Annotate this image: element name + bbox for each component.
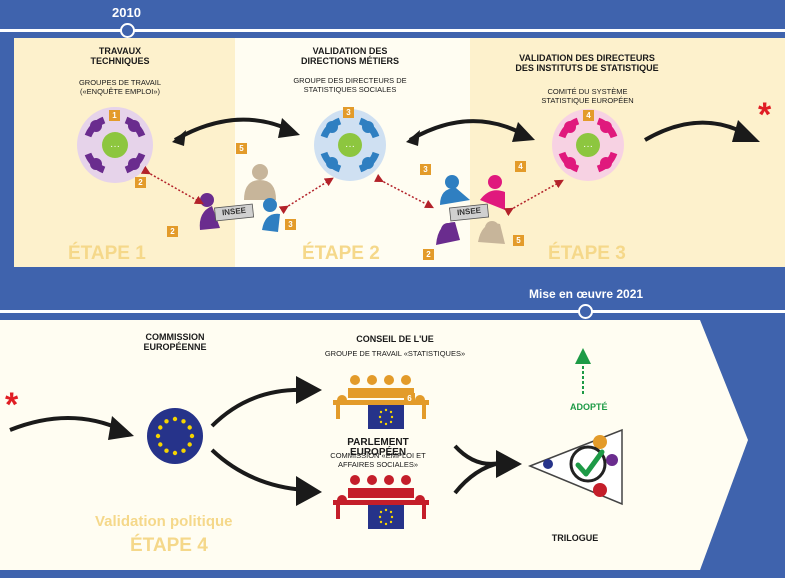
badge-3-a: 3: [285, 219, 296, 230]
svg-text:···: ···: [345, 141, 355, 152]
eu-flag-icon: [147, 408, 203, 464]
arrow-star-commission: [9, 416, 123, 432]
step2-label: ÉTAPE 2: [302, 243, 380, 264]
badge-3-b: 3: [420, 164, 431, 175]
link-2b: [503, 179, 564, 217]
arrow-step1-step2: [173, 117, 291, 142]
parliament-title: PARLEMENT EUROPÉEN: [347, 437, 409, 458]
timeline-bottom: [0, 310, 785, 313]
badge-4-step3: 4: [583, 110, 594, 121]
bottom-panel: [0, 320, 748, 570]
commission-title: COMMISSION EUROPÉENNE: [143, 332, 207, 352]
badge-3-step2: 3: [343, 107, 354, 118]
implementation-2021: Mise en œuvre 2021: [529, 287, 644, 301]
arrow-to-council: [210, 387, 306, 428]
svg-text:···: ···: [583, 141, 593, 152]
step3-subtitle: COMITÉ DU SYSTÈME STATISTIQUE EUROPÉEN: [541, 87, 634, 105]
check-icon: [575, 449, 605, 477]
top-star: *: [758, 96, 772, 134]
svg-text:···: ···: [110, 141, 120, 152]
adopted-arrow-icon: [575, 348, 591, 394]
badge-2-step1: 2: [135, 177, 146, 188]
bottom-star: *: [5, 386, 19, 424]
arrow-to-trilogue: [453, 444, 501, 466]
group-icon-step1: ···: [77, 107, 153, 183]
timeline-dot-2021: [578, 304, 593, 319]
badge-2-b: 2: [423, 249, 434, 260]
badge-5-a: 5: [236, 143, 247, 154]
timeline-dot-2010: [120, 23, 135, 38]
step1-subtitle: GROUPES DE TRAVAIL («ENQUÊTE EMPLOI»): [78, 78, 162, 96]
badge-5-b: 5: [513, 235, 524, 246]
bottom-graphics: [9, 348, 623, 529]
validation-label: Validation politique: [95, 513, 233, 530]
group-icon-step3: ···: [552, 109, 624, 181]
timeline-top: [0, 29, 785, 32]
council-subtitle: GROUPE DE TRAVAIL «STATISTIQUES»: [324, 349, 466, 358]
step1-title: TRAVAUX TECHNIQUES: [90, 46, 150, 66]
link-2a: [373, 173, 434, 209]
step2-subtitle: GROUPE DES DIRECTEURS DE STATISTIQUES SO…: [293, 76, 407, 94]
arrow-step3-out: [643, 120, 749, 142]
trilogue-icon: [527, 428, 623, 506]
year-2010: 2010: [112, 5, 141, 20]
badge-6: 6: [404, 393, 415, 404]
badge-2-a: 2: [167, 226, 178, 237]
adopted-label: ADOPTÉ: [570, 402, 608, 412]
step4-label: ÉTAPE 4: [130, 535, 208, 556]
badge-4-b: 4: [515, 161, 526, 172]
trilogue-label: TRILOGUE: [551, 533, 599, 543]
parliament-subtitle: COMMISSION «EMPLOI ET AFFAIRES SOCIALES»: [330, 451, 426, 469]
insee-group-1: [199, 164, 280, 232]
step3-title: VALIDATION DES DIRECTEURS DES INSTITUTS …: [515, 53, 659, 73]
step1-label: ÉTAPE 1: [68, 243, 146, 264]
council-title: CONSEIL DE L'UE: [356, 334, 434, 344]
step2-title: VALIDATION DES DIRECTIONS MÉTIERS: [300, 46, 399, 66]
insee-group-2: [436, 175, 505, 245]
arrow-to-parliament: [210, 448, 306, 492]
link-1b: [278, 177, 334, 215]
group-icon-step2: ···: [314, 109, 386, 181]
link-1a: [140, 165, 204, 205]
top-graphics: ··· ··· ···: [77, 107, 760, 245]
step3-label: ÉTAPE 3: [548, 243, 626, 264]
arrow-step2-step3: [408, 119, 526, 142]
badge-1-step1: 1: [109, 110, 120, 121]
